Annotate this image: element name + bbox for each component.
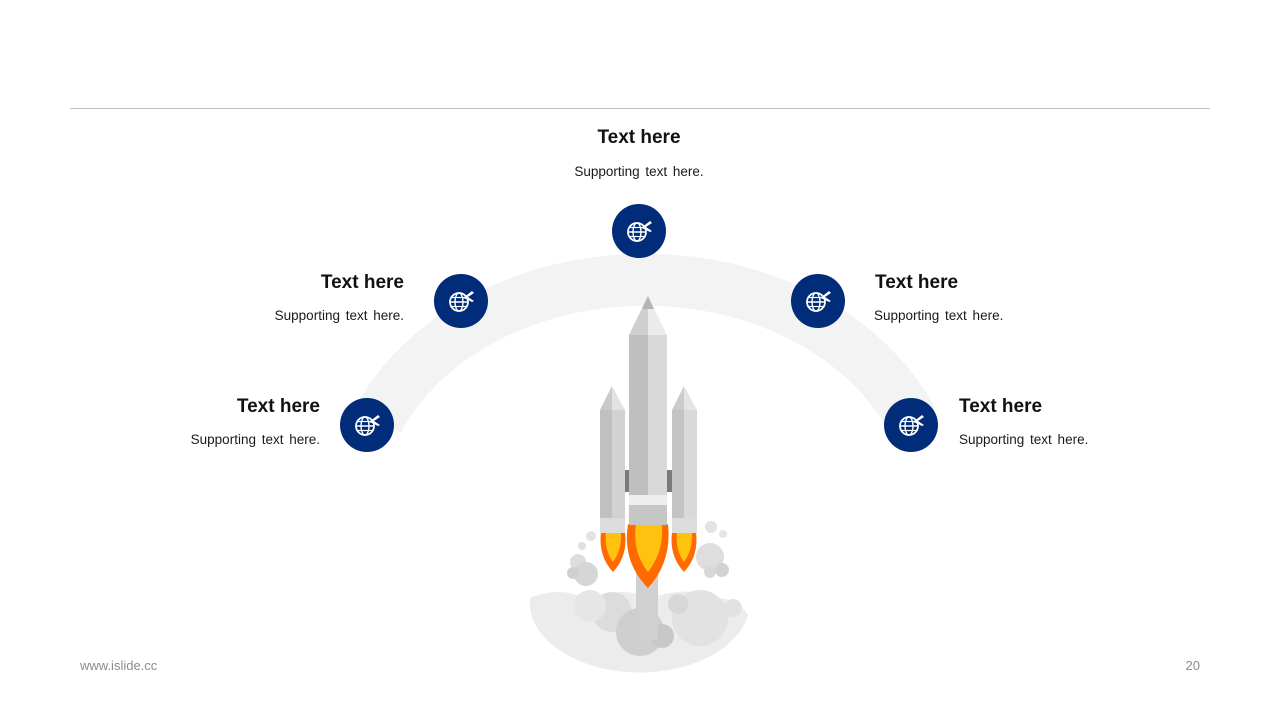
step-1-subtitle: Supporting text here.: [190, 432, 320, 447]
globe-airplane-icon: [899, 415, 924, 436]
step-3-subtitle: Supporting text here.: [574, 164, 704, 179]
step-2-title: Text here: [320, 272, 404, 293]
background-arc: [355, 253, 935, 433]
step-5-subtitle: Supporting text here.: [959, 432, 1089, 447]
step-1-title: Text here: [236, 396, 320, 417]
step-4-subtitle: Supporting text here.: [874, 308, 1004, 323]
step-icon-1: [340, 398, 394, 452]
step-3-title: Text here: [597, 127, 681, 148]
globe-airplane-icon: [627, 221, 652, 242]
step-icon-5: [884, 398, 938, 452]
step-2-subtitle: Supporting text here.: [274, 308, 404, 323]
page-number: 20: [1185, 658, 1200, 673]
step-5-title: Text here: [959, 396, 1043, 417]
step-icon-3: [612, 204, 666, 258]
step-4-title: Text here: [875, 272, 959, 293]
footer-website: www.islide.cc: [80, 658, 158, 673]
top-divider: [70, 108, 1210, 109]
globe-airplane-icon: [449, 291, 474, 312]
step-icon-4: [791, 274, 845, 328]
globe-airplane-icon: [806, 291, 831, 312]
step-icon-2: [434, 274, 488, 328]
rocket-launch-illustration: [529, 296, 748, 673]
globe-airplane-icon: [355, 415, 380, 436]
